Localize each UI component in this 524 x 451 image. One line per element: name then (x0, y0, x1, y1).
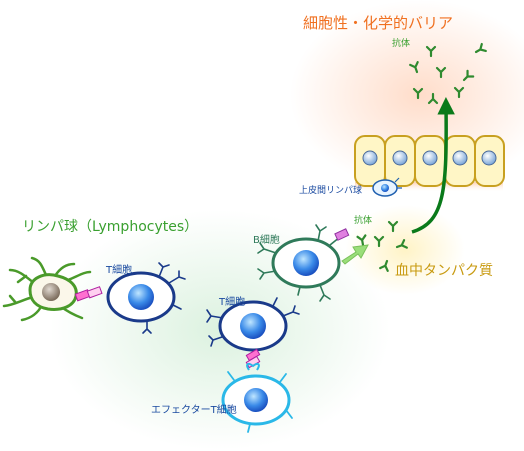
dc-nucleus-icon (42, 283, 60, 301)
synapse-connector (245, 348, 261, 371)
antibody-label: 抗体 (354, 216, 373, 226)
plasma-proteins-label: 血中タンパク質 (395, 263, 493, 279)
secretion-arrow (411, 97, 455, 234)
lymphocytes-label: リンパ球（Lymphocytes） (22, 219, 199, 235)
synapse-connector (74, 286, 103, 302)
t-cell-label: T細胞 (219, 297, 246, 308)
barrier-title: 細胞性・化学的バリア (303, 14, 454, 32)
plasma-glow (345, 205, 465, 295)
intraepithelial-lymphocyte (372, 177, 402, 197)
iel-label: 上皮間リンパ球 (299, 186, 363, 196)
epithelial-nucleus-icon (362, 150, 497, 166)
epithelium (354, 135, 505, 192)
t-cell (206, 297, 300, 352)
b-cell-output-arrow (341, 244, 369, 265)
antibody-label: 抗体 (392, 39, 411, 49)
effector-t-cell-label: エフェクターT細胞 (151, 405, 237, 416)
t-cell (106, 262, 186, 334)
t-cell-label: T細胞 (106, 265, 133, 276)
effector-t-cell (221, 371, 293, 433)
b-cell-label: B細胞 (253, 235, 280, 246)
b-cell (257, 224, 350, 302)
